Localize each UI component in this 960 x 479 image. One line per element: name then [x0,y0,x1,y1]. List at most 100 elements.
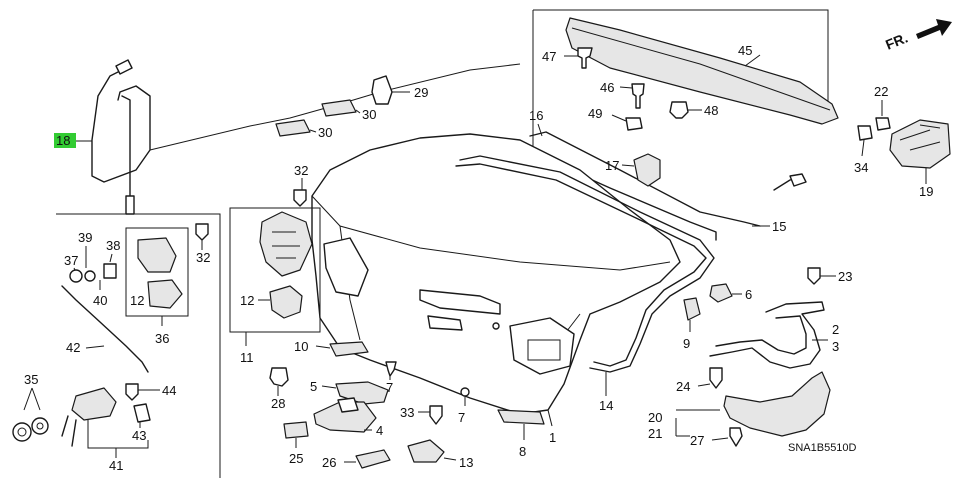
callout-30-lower: 30 [318,125,332,140]
callout-18: 18 [56,133,70,148]
callout-6: 6 [745,287,752,302]
callout-2: 2 [832,322,839,337]
callout-32-upper: 32 [294,163,308,178]
callout-44: 44 [162,383,176,398]
bolt-33 [429,405,443,425]
callout-5: 5 [310,379,317,394]
callout-24: 24 [676,379,690,394]
bolt-23 [807,267,821,285]
callout-21: 21 [648,426,662,441]
washer-37 [69,269,83,283]
trunk-latch-actuator-group: 22 34 19 [854,84,951,199]
callout-7-right: 7 [458,410,465,425]
rod-42 [61,285,149,373]
left-inset-group: 39 38 37 40 12 36 32 42 35 44 [12,213,221,478]
bracket-13 [407,439,445,463]
callout-10: 10 [294,339,308,354]
lid-upper-garnish-opening [419,289,501,315]
callout-15: 15 [772,219,786,234]
cable-end-top [115,59,133,75]
callout-30-upper: 30 [362,107,376,122]
callout-16: 16 [529,108,543,123]
nut-49 [625,117,643,131]
bumper-17 [633,153,661,187]
hinge-2-3 [709,301,825,369]
clip-27 [729,427,743,447]
garnish-10 [329,341,369,357]
cable-clips-group: 29 30 30 [275,75,428,140]
bolt-32-left [195,223,209,241]
keyhole [492,322,500,330]
callout-36: 36 [155,331,169,346]
callout-32-left: 32 [196,250,210,265]
opener-cable-loop [91,65,151,183]
bolt-22 [875,117,891,131]
lock-cylinder-lower [147,279,183,309]
pad-30-upper [321,99,357,117]
clip-7-right [460,387,470,397]
weatherstrip-group: 14 [455,155,715,413]
callout-8: 8 [519,444,526,459]
callout-11: 11 [240,350,254,365]
cable-end-fitting [789,173,807,187]
callout-37: 37 [64,253,78,268]
grommet-34 [857,125,873,141]
callout-33: 33 [400,405,414,420]
callout-29: 29 [414,85,428,100]
cylinder-box-36 [125,227,189,317]
callout-3: 3 [832,339,839,354]
callout-28: 28 [271,396,285,411]
callout-48: 48 [704,103,718,118]
callout-41: 41 [109,458,123,473]
callout-9: 9 [683,336,690,351]
bumper-6 [709,283,733,303]
callout-20: 20 [648,410,662,425]
callout-35: 35 [24,372,38,387]
callout-14: 14 [599,398,613,413]
callout-42: 42 [66,340,80,355]
callout-43: 43 [132,428,146,443]
lid-upper-edge [311,195,671,271]
direction-label: FR. [883,29,910,52]
front-direction-arrow: FR. [883,19,952,53]
callout-39: 39 [78,230,92,245]
lid-left-recess [323,237,369,297]
grommet-35a [12,422,32,442]
callout-12-left: 12 [130,293,144,308]
hinge-cover-20-21 [723,371,831,437]
latch-box [229,207,321,333]
latch-striker-12 [269,285,303,319]
switch-26 [355,449,391,469]
clip-7-left [385,361,397,377]
left-inset-frame [56,213,221,478]
lower-center-parts: 10 7 28 5 4 25 33 7 26 13 8 [269,339,545,470]
lock-cylinder-upper [137,237,177,273]
callout-13: 13 [459,455,473,470]
bolt-32-upper [293,189,307,207]
callout-1: 1 [549,430,556,445]
callout-12-center: 12 [240,293,254,308]
callout-25: 25 [289,451,303,466]
spoiler-body [565,17,839,125]
grommet-28 [269,367,289,387]
weatherstrip-14 [455,155,715,373]
clip-47 [577,47,593,69]
callout-40: 40 [93,293,107,308]
latch-actuator-19 [889,119,951,169]
cable-end-bottom [125,195,135,215]
callout-46: 46 [600,80,614,95]
arrow-icon [916,19,952,39]
switch-25 [283,421,309,439]
clip-29 [371,75,393,105]
callout-34: 34 [854,160,868,175]
clip-48 [669,101,689,119]
diagram-code: SNA1B5510D [788,442,857,454]
key-cylinder-41 [71,387,117,421]
callout-23: 23 [838,269,852,284]
callout-27: 27 [690,433,704,448]
bolt-24 [709,367,723,389]
callout-38: 38 [106,238,120,253]
callout-26: 26 [322,455,336,470]
washer-39 [84,270,96,282]
